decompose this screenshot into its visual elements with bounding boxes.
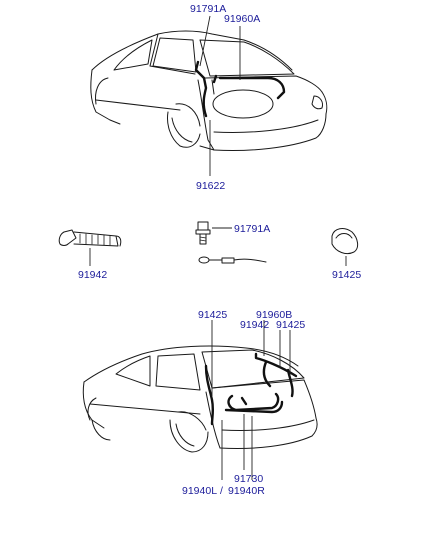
part-91942-grommet [58,229,122,247]
trunk-wiring-harness [194,60,286,118]
label-91942-bottom: 91942 [240,319,269,331]
part-91791A-bolt [195,221,211,245]
label-91960B: 91960B [256,309,292,321]
part-ground-cable [198,256,267,264]
label-91960A-top: 91960A [224,13,260,25]
label-91940L: 91940L [182,485,217,497]
hatchback-car-illustration [82,345,318,453]
bottom-leader-lines [211,320,291,480]
label-91730: 91730 [234,473,263,485]
label-91791A-top: 91791A [190,3,226,15]
label-slash: / [220,485,223,497]
top-leader-lines [199,15,241,176]
label-91622: 91622 [196,180,225,192]
label-91942-mid: 91942 [78,269,107,281]
label-91940R: 91940R [228,485,265,497]
label-91425-bottom-left: 91425 [198,309,227,321]
hatch-wiring-harness [204,352,298,426]
part-91425-plug [331,228,359,255]
sedan-car-illustration [90,30,328,151]
label-91425-mid: 91425 [332,269,361,281]
label-91425-bottom-right: 91425 [276,319,305,331]
label-91791A-mid: 91791A [234,223,270,235]
